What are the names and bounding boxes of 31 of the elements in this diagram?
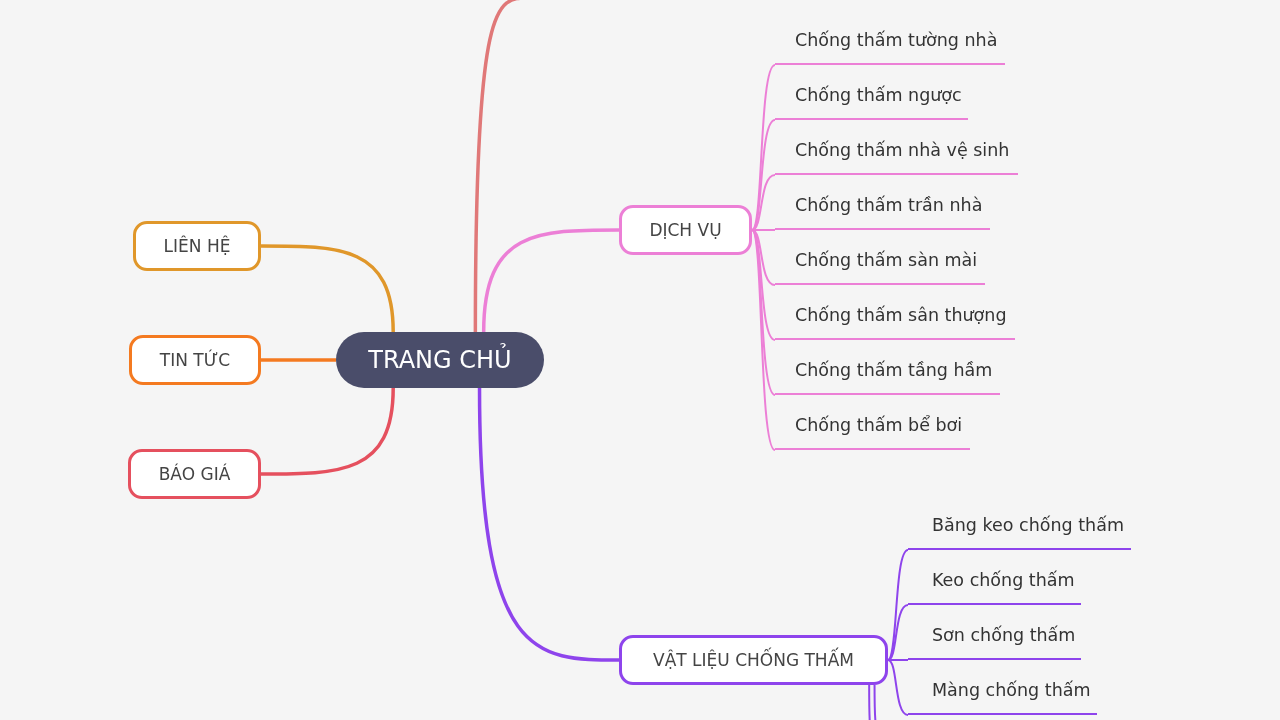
branch-line	[481, 228, 619, 333]
branch-line	[751, 229, 776, 396]
topic-node: VẬT LIỆU CHỐNG THẤM	[619, 635, 888, 685]
branch-line	[887, 604, 909, 661]
topic-node: LIÊN HỆ	[133, 221, 261, 271]
subtopic: Chống thấm sàn mài	[775, 250, 985, 285]
subtopic: Chống thấm ngược	[775, 85, 968, 120]
branch-line	[477, 387, 619, 662]
subtopic: Băng keo chống thấm	[908, 515, 1131, 550]
branch-line	[887, 659, 909, 661]
subtopic: Chống thấm nhà vệ sinh	[775, 140, 1018, 175]
branch-line	[887, 659, 909, 716]
branch-line	[887, 549, 909, 661]
subtopic: Chống thấm bể bơi	[775, 415, 970, 450]
subtopic: Chống thấm trần nhà	[775, 195, 990, 230]
subtopic: Chống thấm tầng hầm	[775, 360, 1000, 395]
subtopic: Chống thấm sân thượng	[775, 305, 1015, 340]
topic-node: TIN TỨC	[129, 335, 261, 385]
branch-line	[868, 684, 873, 720]
branch-line	[751, 229, 776, 451]
branch-line	[261, 244, 395, 333]
subtopic: Keo chống thấm	[908, 570, 1081, 605]
topic-node: BÁO GIÁ	[128, 449, 261, 499]
central-topic: TRANG CHỦ	[336, 332, 544, 388]
topic-node: DỊCH VỤ	[619, 205, 752, 255]
branch-line	[261, 387, 395, 476]
subtopic: Sơn chống thấm	[908, 625, 1081, 660]
branch-line	[751, 64, 776, 231]
subtopic: Màng chống thấm	[908, 680, 1097, 715]
branch-line	[261, 358, 336, 362]
subtopic: Chống thấm tường nhà	[775, 30, 1005, 65]
